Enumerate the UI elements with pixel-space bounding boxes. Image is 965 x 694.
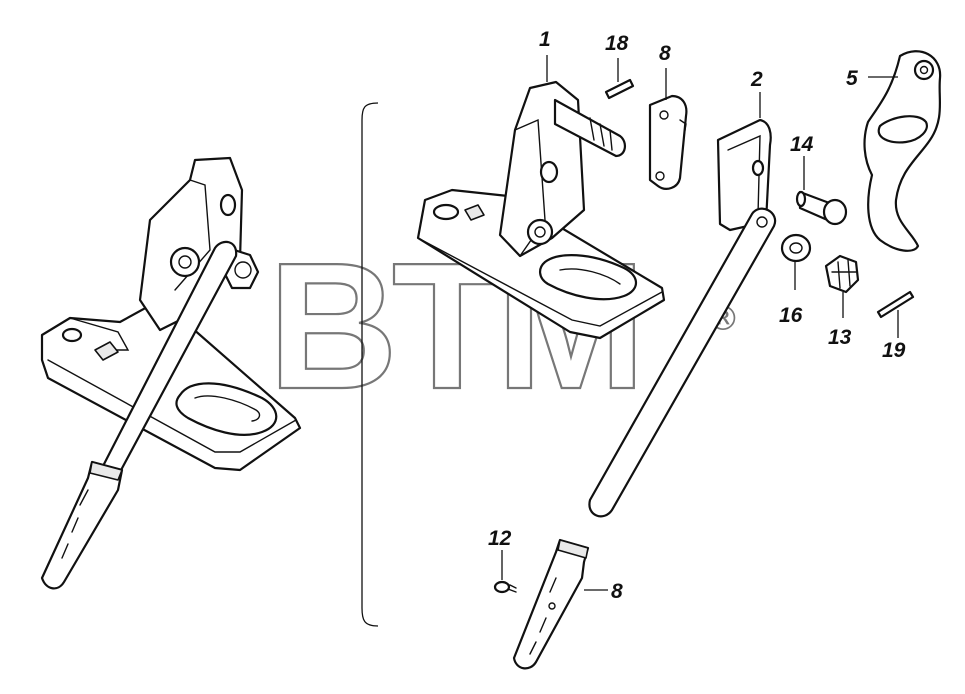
callout-16: 16 [779, 304, 803, 327]
callout-19: 19 [882, 339, 906, 362]
leader-lines [501, 55, 899, 591]
part-16-washer [780, 233, 812, 263]
callout-18: 18 [605, 32, 629, 55]
callout-8-top: 8 [659, 42, 671, 65]
callout-14: 14 [790, 133, 814, 156]
part-8-handle-grip [512, 538, 590, 670]
part-2-link-arm [588, 118, 777, 518]
part-12-screw [493, 580, 517, 594]
callout-12: 12 [488, 527, 512, 550]
part-19-cotter-pin [876, 290, 915, 319]
callout-5: 5 [846, 67, 858, 90]
callout-1: 1 [539, 28, 551, 51]
callout-13: 13 [828, 326, 852, 349]
part-5-hook [863, 50, 942, 252]
part-1-base-bracket [416, 80, 666, 340]
part-14-clevis-pin [795, 190, 848, 226]
assembled-latch [40, 156, 302, 590]
part-8-plate [648, 94, 688, 190]
part-13-castle-nut [824, 254, 860, 294]
group-bracket [361, 102, 379, 627]
part-18-pin [604, 78, 635, 100]
callout-2: 2 [750, 68, 763, 91]
callout-labels: 1 18 8 2 5 14 16 13 19 12 8 [488, 28, 906, 603]
callout-8-bottom: 8 [611, 580, 623, 603]
